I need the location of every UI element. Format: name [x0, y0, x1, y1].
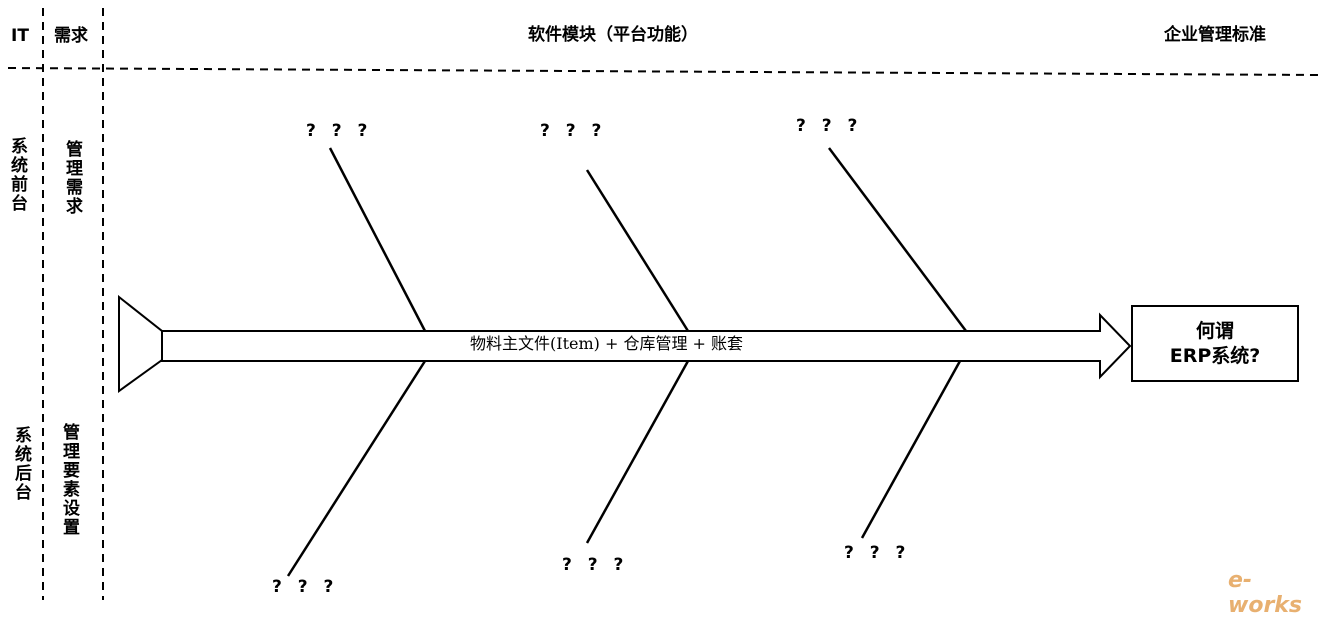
header-it: IT [11, 26, 29, 46]
fishbone-diagram [7, 8, 1319, 600]
bone-bottom-1-label: ? ? ? [272, 577, 339, 597]
result-box: 何谓 ERP系统? [1131, 305, 1299, 382]
bone-top-2-label: ? ? ? [540, 121, 607, 141]
bone-bottom-3-label: ? ? ? [844, 543, 911, 563]
result-line-1: 何谓 [1195, 319, 1234, 342]
eworks-logo: e-works [1228, 568, 1303, 618]
spine-arrow [161, 312, 1132, 380]
row-front-it: 系统前台 [7, 137, 27, 213]
spine-label: 物料主文件(Item) + 仓库管理 + 账套 [470, 334, 744, 353]
header-requirement: 需求 [54, 26, 88, 46]
fish-tail [118, 294, 163, 393]
header-enterprise-standard: 企业管理标准 [1164, 25, 1266, 45]
bone-top-2 [585, 169, 690, 332]
header-software-modules: 软件模块（平台功能） [528, 25, 698, 45]
row-back-it: 系统后台 [11, 426, 31, 502]
bone-top-1-label: ? ? ? [306, 121, 373, 141]
divider-horizontal [7, 67, 1319, 76]
row-back-requirement: 管理要素设置 [59, 423, 79, 537]
bone-bottom-3 [860, 360, 962, 539]
bone-top-1 [328, 147, 427, 332]
row-front-requirement: 管理需求 [62, 140, 82, 216]
bone-bottom-2-label: ? ? ? [562, 555, 629, 575]
bone-top-3 [827, 147, 968, 332]
bone-bottom-2 [585, 360, 690, 544]
bone-top-3-label: ? ? ? [796, 116, 863, 136]
bone-bottom-1 [286, 360, 427, 577]
result-line-2: ERP系统? [1169, 344, 1261, 367]
